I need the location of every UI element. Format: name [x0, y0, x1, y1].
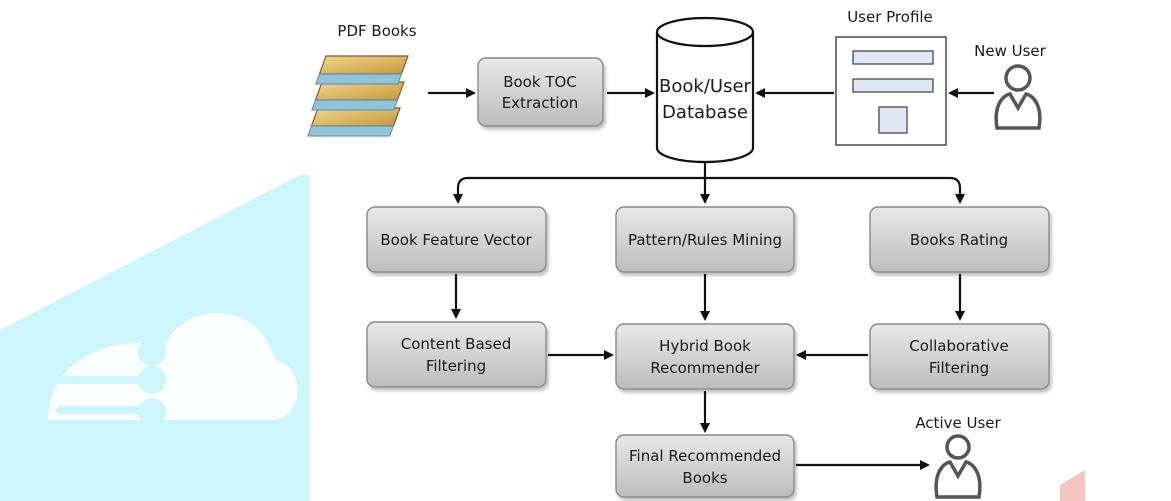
content-filtering-label-1: Content Based — [401, 335, 511, 353]
hybrid-recommender-label-2: Recommender — [650, 359, 760, 377]
books-rating-label: Books Rating — [910, 231, 1008, 249]
final-recommended-label-2: Books — [682, 469, 727, 487]
toc-extraction-box — [477, 57, 604, 127]
user-icon — [994, 64, 1042, 130]
feature-vector-box — [366, 206, 547, 273]
final-recommended-label-1: Final Recommended — [629, 447, 781, 465]
toc-extraction-label-2: Extraction — [502, 94, 579, 112]
pattern-mining-box — [615, 206, 795, 273]
user-icon — [934, 434, 982, 499]
new-user-label: New User — [974, 42, 1047, 60]
watermark — [0, 175, 1085, 501]
book-stack-icon — [307, 55, 409, 137]
pattern-mining-label: Pattern/Rules Mining — [628, 231, 782, 249]
toc-extraction-label-1: Book TOC — [503, 73, 577, 91]
hybrid-recommender-label-1: Hybrid Book — [659, 337, 751, 355]
form-document-icon — [835, 36, 947, 146]
mid-arrows — [451, 274, 965, 321]
database-label-2: Database — [662, 102, 748, 123]
books-rating-box — [869, 206, 1050, 273]
collaborative-filtering-label-1: Collaborative — [909, 337, 1008, 355]
content-filtering-box — [366, 321, 547, 388]
active-user-label: Active User — [915, 414, 1001, 432]
feature-vector-label: Book Feature Vector — [380, 231, 532, 249]
hybrid-recommender-box — [615, 323, 795, 390]
collaborative-filtering-box — [869, 323, 1050, 390]
branch-connectors — [453, 162, 965, 204]
database-cylinder-icon — [655, 16, 755, 164]
final-recommended-box — [615, 434, 795, 498]
pdf-books-label: PDF Books — [337, 22, 416, 40]
content-filtering-label-2: Filtering — [426, 357, 486, 375]
database-label-1: Book/User — [659, 76, 751, 97]
user-profile-label: User Profile — [847, 8, 933, 26]
collaborative-filtering-label-2: Filtering — [929, 359, 989, 377]
